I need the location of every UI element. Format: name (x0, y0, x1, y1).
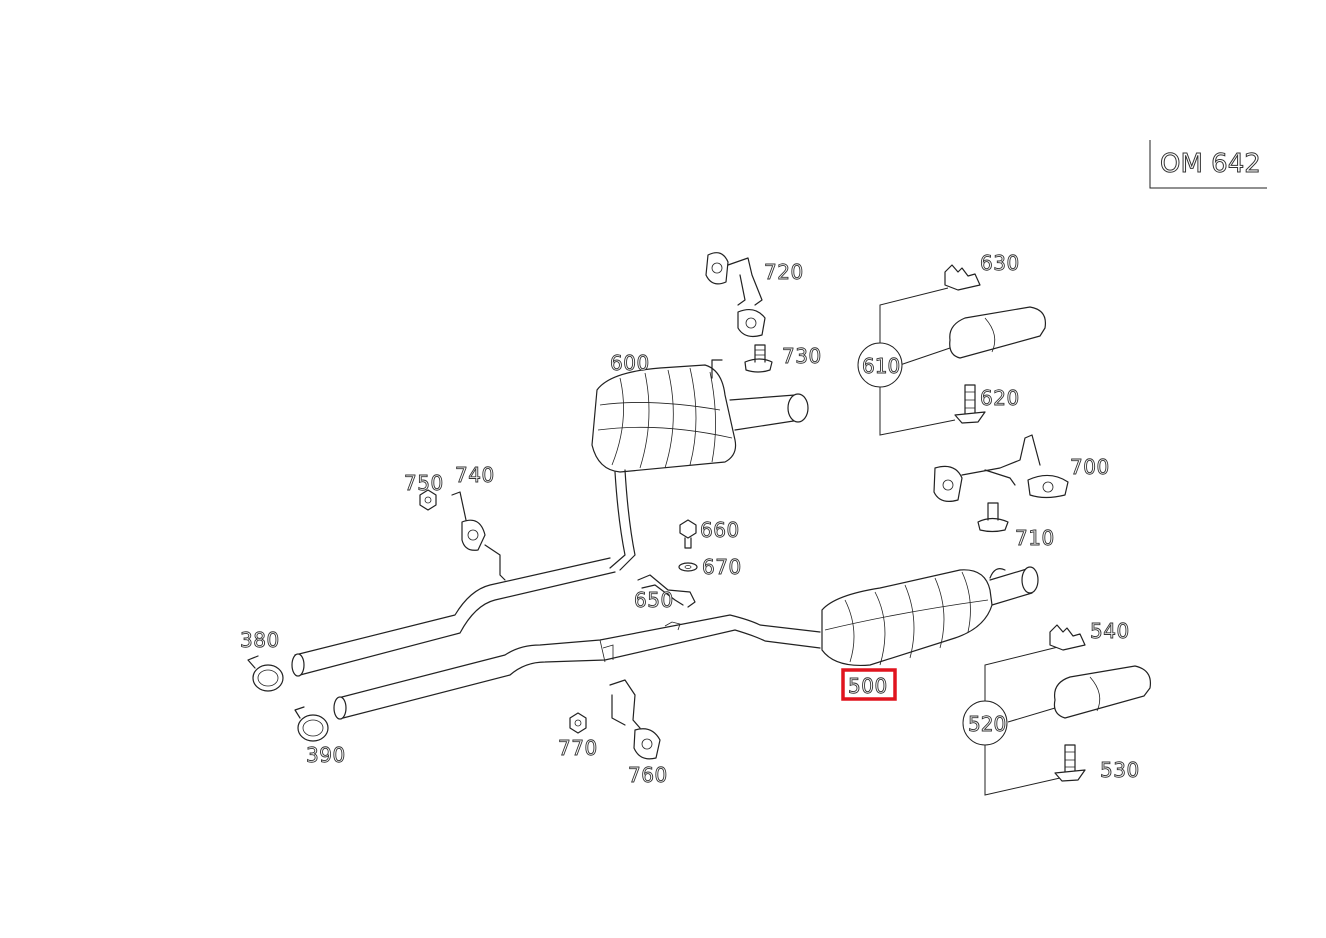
part-label-710[interactable]: 710 (1015, 526, 1055, 551)
part-label-630[interactable]: 630 (980, 251, 1020, 276)
nut-770 (569, 712, 587, 734)
part-label-750[interactable]: 750 (404, 471, 444, 496)
clamp-380 (247, 655, 284, 692)
hanger-740 (451, 491, 506, 581)
front-pipe-lower (333, 614, 821, 720)
rear-muffler-600 (591, 359, 809, 571)
part-label-610[interactable]: 610 (862, 354, 901, 379)
nut-750 (419, 489, 437, 511)
part-label-770[interactable]: 770 (558, 736, 598, 761)
highlight-box-500 (841, 668, 897, 701)
part-label-380[interactable]: 380 (240, 628, 280, 653)
part-label-730[interactable]: 730 (782, 344, 822, 369)
bolt-710 (977, 502, 1009, 533)
part-label-600[interactable]: 600 (610, 351, 650, 376)
part-label-740[interactable]: 740 (455, 463, 495, 488)
part-label-500[interactable]: 500 (848, 674, 888, 699)
tailpipe-assembly-610 (857, 264, 1047, 436)
front-muffler-500 (821, 566, 1039, 667)
washer-670 (678, 562, 698, 572)
hanger-760 (609, 679, 661, 760)
part-label-720[interactable]: 720 (764, 260, 804, 285)
part-label-540[interactable]: 540 (1090, 619, 1130, 644)
tailpipe-assembly-520 (962, 624, 1152, 796)
part-label-520[interactable]: 520 (968, 712, 1007, 737)
bolt-730 (744, 344, 773, 373)
part-label-530[interactable]: 530 (1100, 758, 1140, 783)
part-label-650[interactable]: 650 (634, 588, 674, 613)
bolt-660 (679, 519, 697, 549)
engine-label-box: OM 642 (1149, 140, 1267, 189)
part-label-700[interactable]: 700 (1070, 455, 1110, 480)
hanger-700 (933, 434, 1069, 502)
part-label-390[interactable]: 390 (306, 743, 346, 768)
part-label-760[interactable]: 760 (628, 763, 668, 788)
part-label-660[interactable]: 660 (700, 518, 740, 543)
clamp-390 (294, 706, 329, 742)
bracket-650 (637, 574, 696, 608)
part-label-670[interactable]: 670 (702, 555, 742, 580)
hanger-720 (705, 252, 766, 338)
front-pipe-upper (291, 557, 616, 677)
engine-label: OM 642 (1160, 149, 1261, 179)
part-label-620[interactable]: 620 (980, 386, 1020, 411)
